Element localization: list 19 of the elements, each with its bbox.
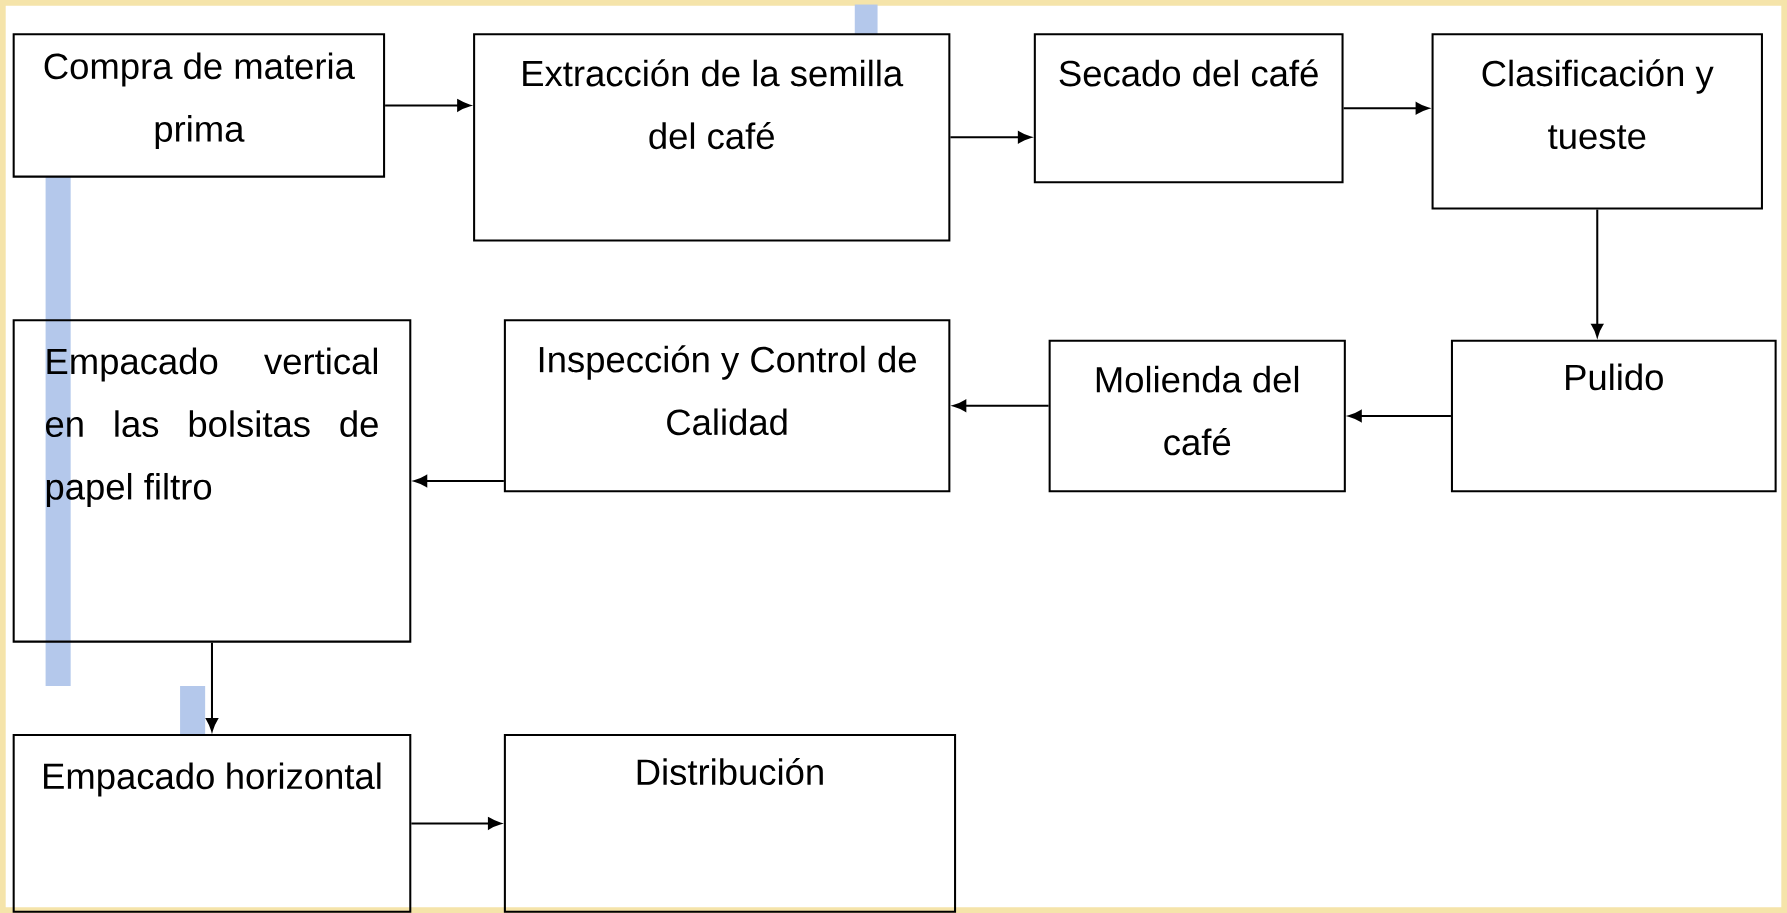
arrow [385,99,471,112]
process-box: Secado del café [1033,33,1344,184]
arrow [1348,410,1451,422]
arrow [1343,102,1429,115]
process-box: Empacado horizontal [12,734,412,913]
process-box: Inspección y Control de Calidad [503,319,951,493]
process-box: Pulido [1450,339,1777,493]
process-box: Compra de materia prima [12,33,386,178]
arrow [411,817,502,830]
arrow [953,399,1049,412]
process-box: Clasificación y tueste [1431,33,1763,210]
arrow [206,642,218,732]
process-box: Molienda del café [1048,339,1346,493]
arrow [1591,209,1604,338]
process-box: Extracción de la semilla del café [473,33,951,242]
arrow [414,475,504,487]
process-box: Distribución [503,734,957,913]
process-box: Empacado vertical en las bolsitas de papel filtro [12,319,412,643]
arrow [950,131,1032,144]
